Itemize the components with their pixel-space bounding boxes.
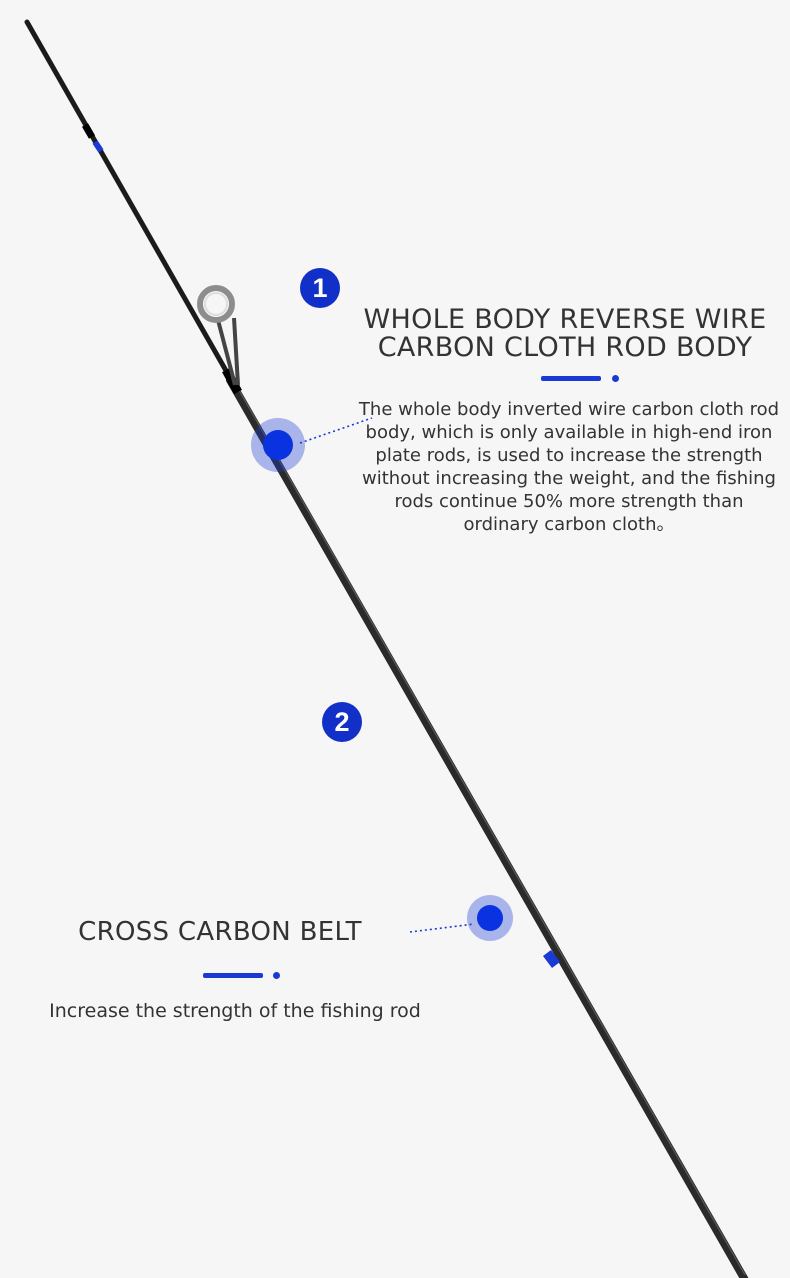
feature-description-2: Increase the strength of the fishing rod bbox=[49, 1000, 421, 1022]
feature-title-1-line2: CARBON CLOTH ROD BODY bbox=[377, 332, 753, 363]
feature-title-1: WHOLE BODY REVERSE WIRE CARBON CLOTH ROD… bbox=[350, 306, 780, 362]
feature-number-badge-1: 1 bbox=[300, 268, 340, 308]
title-underline-1 bbox=[541, 376, 601, 381]
feature-description-1: The whole body inverted wire carbon clot… bbox=[358, 399, 780, 535]
title-underline-dot-1 bbox=[612, 375, 619, 382]
fishing-rod bbox=[24, 19, 749, 1278]
feature-number-badge-2: 2 bbox=[322, 702, 362, 742]
callout-marker-1 bbox=[251, 417, 373, 472]
line-guide-ring-icon bbox=[197, 285, 240, 386]
feature-title-1-line1: WHOLE BODY REVERSE WIRE bbox=[363, 304, 767, 335]
feature-title-2: CROSS CARBON BELT bbox=[78, 917, 362, 947]
title-underline-2 bbox=[203, 973, 263, 978]
title-underline-dot-2 bbox=[273, 972, 280, 979]
callout-marker-2 bbox=[409, 895, 513, 941]
